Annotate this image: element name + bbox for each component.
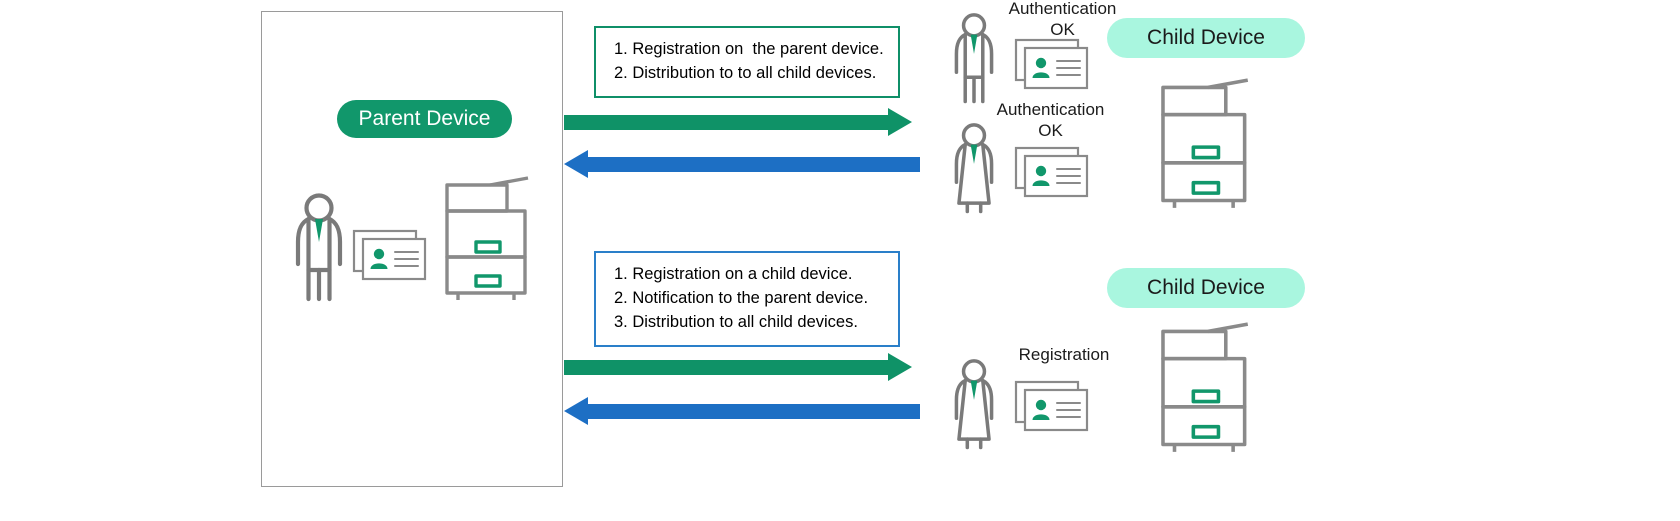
arrow-top-green-right bbox=[564, 103, 912, 143]
note-parent-registration: 1. Registration on the parent device. 2.… bbox=[594, 26, 900, 98]
child-1-user-2-person-female-icon bbox=[948, 122, 1000, 214]
note-child-registration: 1. Registration on a child device. 2. No… bbox=[594, 251, 900, 347]
parent-device-pill[interactable]: Parent Device bbox=[337, 100, 512, 138]
parent-id-card-stack-icon bbox=[352, 229, 428, 281]
parent-person-icon bbox=[293, 192, 345, 302]
child-1-multifunction-printer-icon bbox=[1155, 78, 1261, 212]
child-2-user-1-person-female-icon bbox=[948, 358, 1000, 450]
note-parent-line-1: 1. Registration on the parent device. bbox=[614, 40, 884, 59]
child-1-user-2-label: Authentication OK bbox=[996, 100, 1105, 141]
child-2-user-1-label: Registration bbox=[1018, 345, 1110, 364]
child-1-user-1-label: Authentication OK bbox=[1008, 0, 1117, 40]
note-parent-line-2: 2. Distribution to to all child devices. bbox=[614, 64, 877, 82]
child-device-pill-2[interactable]: Child Device bbox=[1107, 268, 1305, 308]
child-1-user-2-id-card-icon bbox=[1014, 146, 1090, 198]
note-child-line-2: 2. Notification to the parent device. bbox=[614, 289, 869, 308]
arrow-bottom-green-right bbox=[564, 348, 912, 388]
parent-multifunction-printer-icon bbox=[440, 176, 540, 304]
note-child-line-3: 3. Distribution to all child devices. bbox=[614, 312, 858, 331]
child-2-user-1-id-card-icon bbox=[1014, 380, 1090, 432]
arrow-bottom-blue-left bbox=[564, 392, 920, 432]
child-1-user-1-id-card-icon bbox=[1014, 38, 1090, 90]
arrow-top-blue-left bbox=[564, 145, 920, 185]
child-1-user-1-person-male-icon bbox=[948, 12, 1000, 104]
child-2-multifunction-printer-icon bbox=[1155, 322, 1261, 456]
note-child-line-1: 1. Registration on a child device. bbox=[614, 265, 853, 284]
child-device-pill-1[interactable]: Child Device bbox=[1107, 18, 1305, 58]
